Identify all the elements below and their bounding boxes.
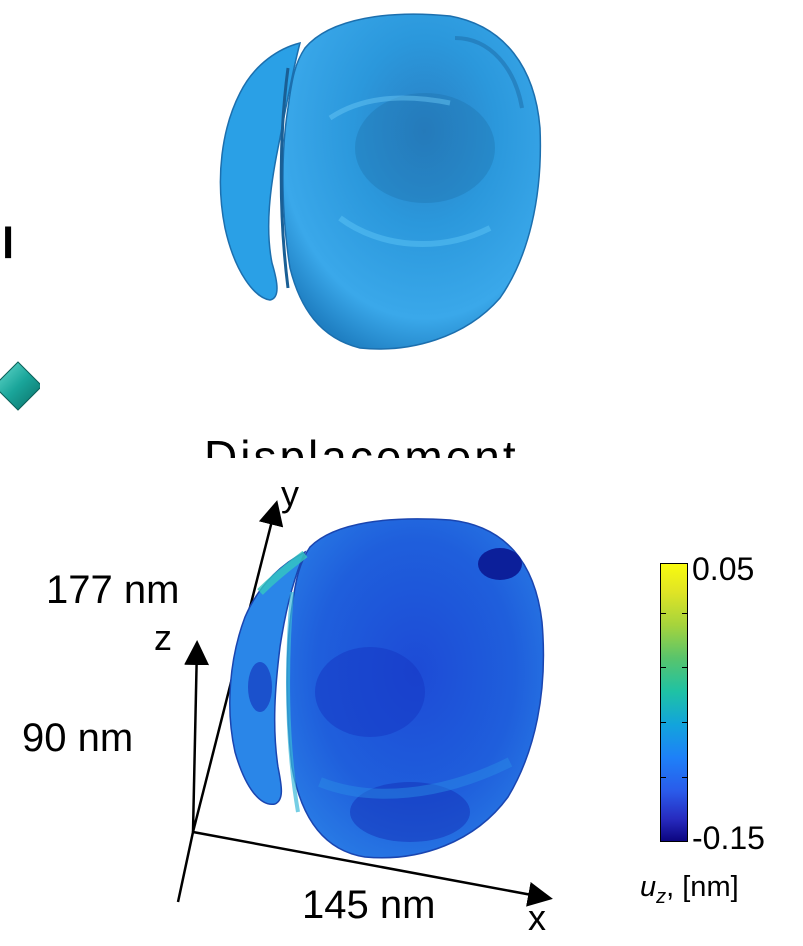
x-axis-label: x: [528, 897, 546, 938]
x-dimension-label: 145 nm: [302, 883, 436, 927]
y-dimension-label: 177 nm: [46, 568, 180, 612]
diamond-arrow-icon: [0, 361, 40, 411]
colorbar: [660, 563, 688, 842]
negative-z-axis-line: [176, 831, 195, 903]
particle-displacement-render: [229, 518, 545, 859]
colorbar-max-label: 0.05: [692, 551, 755, 587]
displacement-heading: Displacement: [204, 432, 519, 458]
z-axis-label: z: [154, 617, 172, 658]
colorbar-unit-label: uz, [nm]: [640, 871, 739, 908]
z-dimension-label: 90 nm: [22, 716, 134, 760]
y-axis-label: y: [281, 473, 299, 514]
x-axis-line: [192, 830, 553, 907]
particle-surface-render: [219, 13, 542, 350]
z-axis-line: [184, 640, 210, 833]
panel-letter-fragment: l: [2, 219, 15, 268]
colorbar-min-label: -0.15: [692, 820, 765, 856]
